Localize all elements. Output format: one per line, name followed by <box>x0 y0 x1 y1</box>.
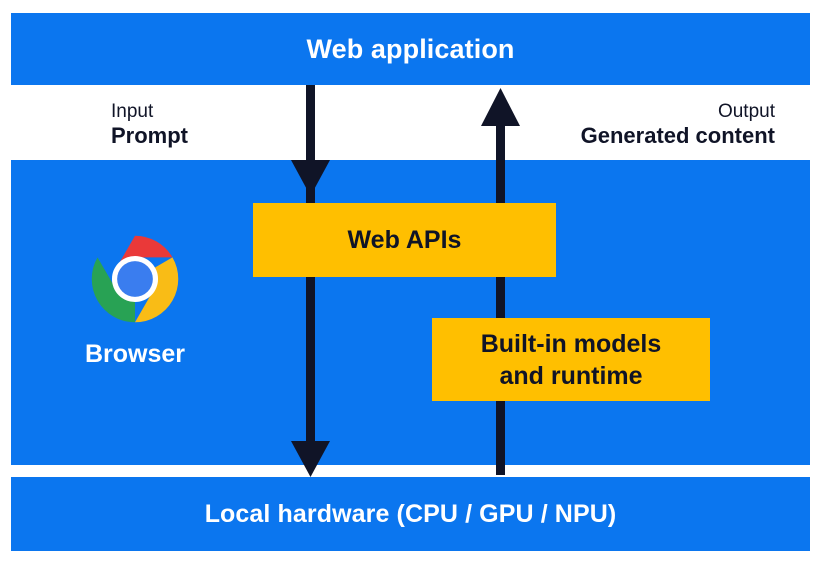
layer-local-hardware: Local hardware (CPU / GPU / NPU) <box>11 477 810 551</box>
layer-web-application: Web application <box>11 13 810 85</box>
annotation-input: Input Prompt <box>111 100 188 150</box>
layer-browser-label: Browser <box>84 340 186 368</box>
chrome-logo-icon <box>91 235 179 323</box>
box-web-apis: Web APIs <box>253 203 556 277</box>
annotation-input-kind: Input <box>111 101 154 122</box>
annotation-output-kind: Output <box>717 101 775 122</box>
box-builtin-models-line1: Built-in models <box>480 329 662 358</box>
annotation-output: Output Generated content <box>581 100 775 150</box>
box-builtin-models-line2: and runtime <box>499 361 643 390</box>
layer-web-application-label: Web application <box>306 33 515 64</box>
layer-local-hardware-label: Local hardware (CPU / GPU / NPU) <box>204 499 617 528</box>
box-builtin-models: Built-in models and runtime <box>432 318 710 401</box>
browser-identity: Browser <box>78 232 192 369</box>
box-builtin-models-label: Built-in models and runtime <box>481 328 662 392</box>
annotation-output-value: Generated content <box>580 123 775 149</box>
annotation-input-value: Prompt <box>111 123 188 149</box>
box-web-apis-label: Web APIs <box>347 226 462 254</box>
